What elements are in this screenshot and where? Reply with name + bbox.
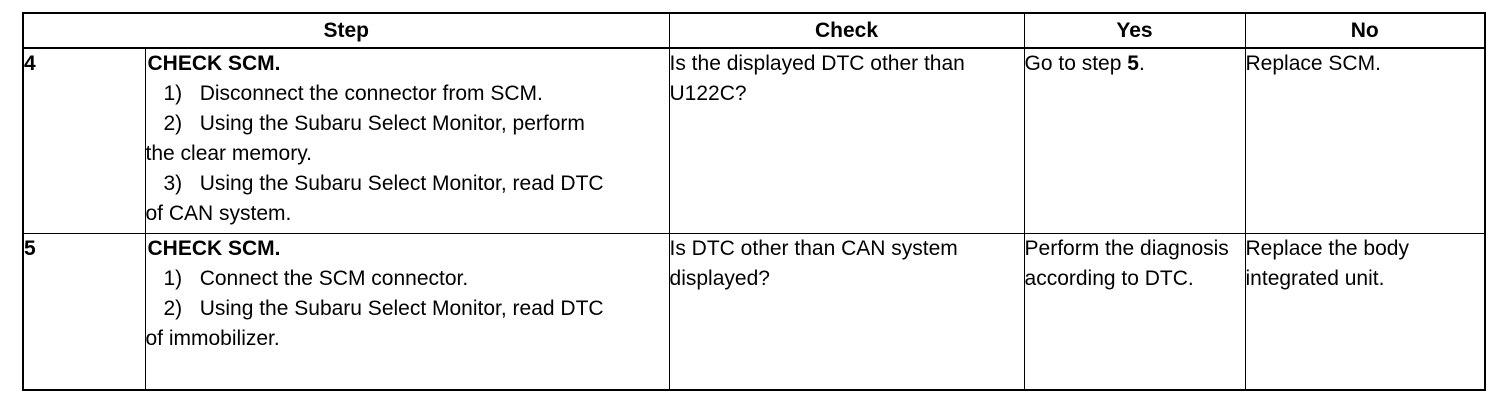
header-no: No <box>1244 12 1486 49</box>
step-reference: 5 <box>1127 52 1139 75</box>
no-cell: Replace SCM. <box>1244 47 1486 234</box>
step-line: 1) Connect the SCM connector. <box>163 267 469 290</box>
table-row: 5 CHECK SCM. 1) Connect the SCM connecto… <box>22 233 1486 391</box>
no-cell: Replace the body integrated unit. <box>1244 233 1486 391</box>
step-title: CHECK SCM. <box>147 237 281 260</box>
yes-cell: Perform the diagnosis according to DTC. <box>1023 233 1246 391</box>
header-step: Step <box>22 12 670 49</box>
step-line: the clear memory. <box>145 142 313 165</box>
yes-cell: Go to step 5. <box>1023 47 1246 234</box>
step-line: 2) Using the Subaru Select Monitor, read… <box>163 297 604 320</box>
header-yes: Yes <box>1023 12 1246 49</box>
table-row: 4 CHECK SCM. 1) Disconnect the connector… <box>22 47 1486 234</box>
table-header-row: Step Check Yes No <box>22 12 1486 49</box>
diagnostic-table: Step Check Yes No 4 CHECK SCM. 1) Discon… <box>22 12 1487 391</box>
step-line: 3) Using the Subaru Select Monitor, read… <box>163 172 604 195</box>
check-cell: Is the displayed DTC other than U122C? <box>668 47 1025 234</box>
check-cell: Is DTC other than CAN system displayed? <box>668 233 1025 391</box>
step-number: 4 <box>22 47 146 234</box>
step-line: 2) Using the Subaru Select Monitor, perf… <box>163 112 585 135</box>
step-description: CHECK SCM. 1) Disconnect the connector f… <box>144 47 670 234</box>
step-number: 5 <box>22 233 146 391</box>
step-description: CHECK SCM. 1) Connect the SCM connector.… <box>144 233 670 391</box>
step-line: of CAN system. <box>145 202 292 225</box>
step-title: CHECK SCM. <box>147 52 281 75</box>
header-check: Check <box>668 12 1025 49</box>
step-line: of immobilizer. <box>145 327 280 350</box>
step-line: 1) Disconnect the connector from SCM. <box>163 82 543 105</box>
